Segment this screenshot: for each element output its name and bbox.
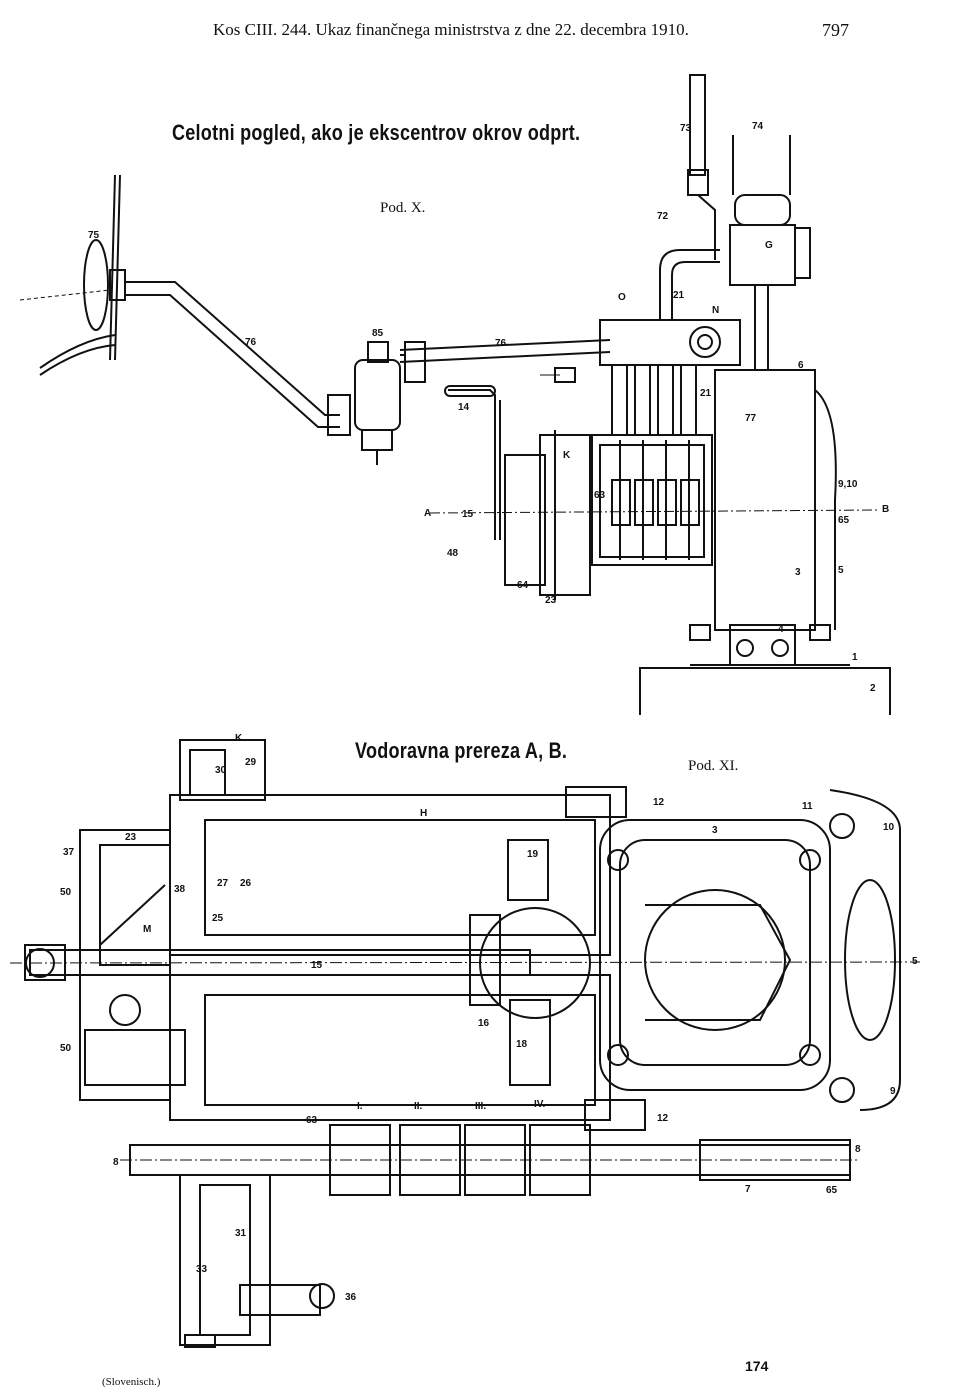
figure-xi-part-label: 18 <box>516 1039 528 1050</box>
figure-x-part-label: O <box>618 292 626 303</box>
figure-xi-part-label: IV. <box>534 1099 546 1110</box>
figure-xi-part-label: 30 <box>215 765 227 776</box>
figure-xi-caption: Pod. XI. <box>688 758 739 774</box>
figure-xi-part-label: 38 <box>174 884 186 895</box>
page-number: 797 <box>822 20 849 40</box>
figure-xi-part-label: 36 <box>345 1292 357 1303</box>
figure-xi-part-label: 19 <box>527 849 539 860</box>
figure-xi-part-label: 26 <box>240 878 252 889</box>
figure-x-part-label: 64 <box>517 580 529 591</box>
figure-xi-part-label: 50 <box>60 887 72 898</box>
figure-x-part-label: 75 <box>88 230 100 241</box>
figure-x-part-label: 77 <box>745 413 757 424</box>
figure-xi-part-label: 10 <box>883 822 895 833</box>
figure-x-part-label: N <box>712 305 719 316</box>
figure-xi-part-label: 12 <box>657 1113 669 1124</box>
figure-x-part-label: 85 <box>372 328 384 339</box>
figure-xi-part-label: I. <box>357 1101 363 1112</box>
figure-xi-title: Vodoravna prereza A, B. <box>355 738 568 763</box>
figure-xi-part-label: 8 <box>113 1157 119 1168</box>
figure-x-part-label: 76 <box>495 338 507 349</box>
figure-xi-part-label: 27 <box>217 878 229 889</box>
figure-x-part-label: 4 <box>778 624 784 635</box>
figure-xi-part-label: 5 <box>912 956 918 967</box>
figure-x-part-label: 74 <box>752 121 764 132</box>
figure-xi-part-label: II. <box>414 1101 423 1112</box>
figure-xi-part-label: 50 <box>60 1043 72 1054</box>
figure-x-part-label: G <box>765 240 773 251</box>
figure-xi-part-label: 16 <box>478 1018 490 1029</box>
figure-x-part-label: 3 <box>795 567 801 578</box>
figure-x-caption: Pod. X. <box>380 200 426 216</box>
figure-x-part-label: 5 <box>838 565 844 576</box>
figure-xi-part-label: 25 <box>212 913 224 924</box>
figure-x-part-label: 76 <box>245 337 257 348</box>
figure-xi-part-label: 15 <box>311 960 323 971</box>
figure-x-part-label: K <box>563 450 571 461</box>
figure-xi-part-label: 7 <box>745 1184 751 1195</box>
figure-x-part-label: 9,10 <box>838 479 858 490</box>
figure-x-part-label: 48 <box>447 548 459 559</box>
footer-note: (Slovenisch.) <box>102 1376 161 1388</box>
figure-xi-part-label: 37 <box>63 847 75 858</box>
figure-x-part-label: 72 <box>657 211 669 222</box>
figure-xi-drawing <box>9 739 921 1348</box>
figure-x-part-label: 21 <box>700 388 712 399</box>
figure-xi-part-label: 8 <box>855 1144 861 1155</box>
footer-number: 174 <box>745 1358 769 1374</box>
figure-xi-part-label: 63 <box>306 1115 318 1126</box>
figure-xi-part-label: 3 <box>712 825 718 836</box>
figure-xi-part-label: M <box>143 924 151 935</box>
figure-x-part-label: 2 <box>870 683 876 694</box>
figure-x-part-label: 63 <box>594 490 606 501</box>
figure-x-part-label: 14 <box>458 402 470 413</box>
figure-x-part-label: 65 <box>838 515 850 526</box>
figure-x-part-label: 6 <box>798 360 804 371</box>
figure-x-part-label: A <box>424 508 431 519</box>
figure-x-part-label: B <box>882 504 889 515</box>
figure-x-part-label: 23 <box>545 595 557 606</box>
figure-x-drawing <box>19 74 891 715</box>
figure-xi-part-label: 11 <box>802 801 813 812</box>
figure-xi-part-label: K <box>235 733 243 744</box>
figure-xi-part-label: 23 <box>125 832 137 843</box>
figure-x-part-label: 1 <box>852 652 858 663</box>
figure-x-title: Celotni pogled, ako je ekscentrov okrov … <box>172 120 581 145</box>
figure-xi-part-label: 65 <box>826 1185 838 1196</box>
figure-x-part-label: 15 <box>462 509 474 520</box>
figure-xi-part-label: 31 <box>235 1228 247 1239</box>
figure-xi-part-label: 12 <box>653 797 665 808</box>
figure-x-part-label: 21 <box>673 290 685 301</box>
figure-xi-part-label: 29 <box>245 757 257 768</box>
page-header: Kos CIII. 244. Ukaz finančnega ministrst… <box>213 20 689 39</box>
figure-xi-part-label: 9 <box>890 1086 896 1097</box>
figure-xi-part-label: H <box>420 808 427 819</box>
figure-xi-part-label: III. <box>475 1101 486 1112</box>
figure-x-part-label: 73 <box>680 123 692 134</box>
figure-xi-part-label: 33 <box>196 1264 208 1275</box>
